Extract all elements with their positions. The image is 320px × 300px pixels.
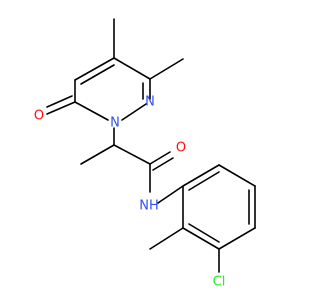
bond-ring-carbonyl-a (46, 101, 76, 115)
bond-alpha-carbonyl-carbon (113, 144, 151, 165)
bond-ring-carbonyl-b (46, 95, 73, 108)
bond-c5-c4-double-a (74, 57, 115, 81)
bond-alpha-methyl (80, 144, 115, 165)
bond-n2-n1-single (121, 103, 147, 121)
bond-c5-c4-double-b (80, 64, 115, 85)
bond-ar1-ar2-inner (188, 171, 220, 191)
bond-amide-carbonyl-b (152, 157, 174, 171)
molecule-diagram: O N N O NH Cl (34, 18, 256, 290)
bond-ar5-ar6 (182, 227, 220, 250)
bond-nh-aryl (157, 185, 184, 204)
atom-labels: O N N O NH Cl (34, 95, 225, 290)
atom-oxygen-amide: O (176, 141, 186, 156)
bond-c3-methyl (149, 58, 184, 80)
structure-canvas: O N N O NH Cl (33, 18, 256, 290)
bond-ar4-ar5 (218, 227, 256, 250)
bond-amide-carbonyl-a (149, 151, 171, 165)
bond-aryl-methyl (149, 227, 184, 250)
atom-nitrogen-ring-1: N (110, 116, 120, 131)
bond-ar2-ar3 (218, 164, 256, 187)
bond-n1-c6-single (74, 101, 109, 121)
atom-nitrogen-ring-2: N (145, 95, 155, 110)
atom-oxygen-ring: O (34, 109, 44, 124)
bond-ar5-ar6-inner (188, 223, 220, 243)
bond-c4-c3-single (113, 57, 151, 80)
atom-chlorine: Cl (213, 275, 226, 290)
bonds (46, 18, 256, 273)
atom-nitrogen-amide: NH (139, 199, 159, 214)
bond-ar1-ar2 (182, 164, 220, 187)
